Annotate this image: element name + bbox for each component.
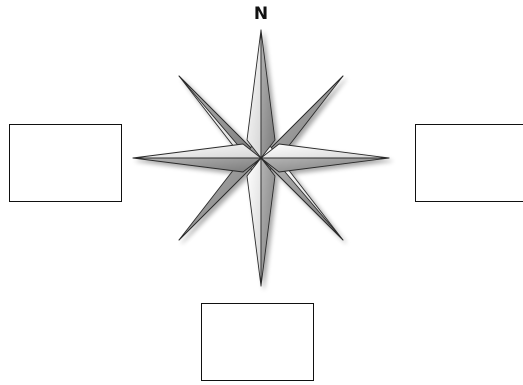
answer-box-west[interactable] xyxy=(9,124,122,202)
s-point-dark xyxy=(261,158,275,286)
w-point-dark xyxy=(133,158,261,172)
e-point-light xyxy=(261,144,389,158)
e-point-dark xyxy=(261,158,389,172)
n-point-light xyxy=(247,30,261,158)
north-label: N xyxy=(248,4,274,24)
answer-box-south[interactable] xyxy=(201,303,314,381)
n-point-dark xyxy=(261,30,275,158)
answer-box-east[interactable] xyxy=(415,124,523,202)
s-point-light xyxy=(247,158,261,286)
nw-point-dark xyxy=(179,76,261,158)
se-point-dark xyxy=(261,158,343,240)
w-point-light xyxy=(133,144,261,158)
